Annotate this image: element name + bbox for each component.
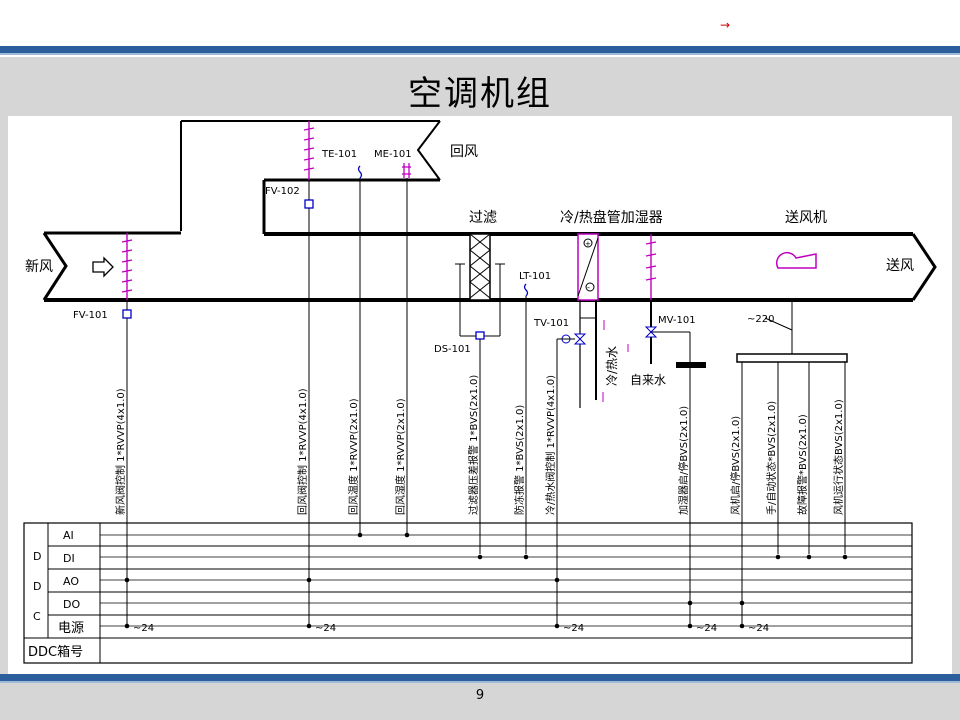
power-label: ~24: [696, 623, 717, 634]
power-label: ~24: [315, 623, 336, 634]
fresh-air-actuator-icon: [122, 309, 132, 319]
chilled-water-valve: [557, 300, 605, 408]
starter-panel: [736, 353, 848, 363]
pressure-switch-icon: [475, 331, 485, 340]
cable-labels: 新风阀控制 1*RVVP(4x1.0) 回风阀控制 1*RVVP(4x1.0) …: [114, 375, 845, 515]
cable-label: 故障报警*BVS(2x1.0): [796, 414, 809, 515]
page-title: 空调机组: [408, 74, 552, 114]
tag-mv101: MV-101: [658, 315, 696, 326]
ddc-row-label: DO: [63, 598, 80, 611]
frost-sensor-icon: [523, 283, 529, 297]
ddc-row-label: AI: [63, 529, 74, 542]
header-band: [0, 46, 960, 53]
cable-label: 风机运行状态BVS(2x1.0): [832, 399, 845, 515]
tag-fv102: FV-102: [265, 186, 300, 197]
cable-label: 回风阀控制 1*RVVP(4x1.0): [296, 388, 309, 515]
ddc-table: [23, 522, 913, 664]
tag-te101: TE-101: [321, 149, 357, 160]
water-label-cold-hot: 冷/热水: [605, 346, 619, 386]
return-air-actuator-icon: [304, 199, 314, 209]
outlet-label: 送风: [886, 258, 914, 274]
footer-band-accent: [0, 681, 960, 683]
tag-ds101: DS-101: [434, 344, 471, 355]
filter-element: [455, 233, 505, 337]
tag-lt101: LT-101: [519, 271, 551, 282]
filter-label: 过滤: [469, 210, 497, 226]
signal-lines: [126, 178, 846, 626]
footer-band: [0, 674, 960, 681]
cable-label: 手/自动状态*BVS(2x1.0): [765, 401, 778, 515]
supply-fan-icon: [764, 252, 817, 331]
water-label-tap: 自来水: [630, 373, 666, 387]
return-air-label: 回风: [450, 144, 478, 160]
page-number: 9: [475, 688, 485, 703]
svg-text:-: -: [587, 283, 590, 292]
ddc-side-letter: D: [33, 550, 41, 563]
cable-label: 过滤器压差报警 1*BVS(2x1.0): [467, 375, 480, 515]
airflow-arrow-icon: [92, 256, 114, 278]
humidifier-nozzle: [645, 234, 657, 300]
ddc-row-label: 电源: [58, 621, 84, 636]
humidity-sensor-icon: [402, 163, 411, 178]
svg-text:+: +: [585, 240, 591, 248]
coil-humidifier-label: 冷/热盘管加湿器: [560, 209, 663, 226]
nav-arrow-icon[interactable]: →: [720, 18, 731, 32]
cable-label: 新风阀控制 1*RVVP(4x1.0): [114, 388, 127, 515]
coil-element: + -: [577, 233, 599, 301]
inlet-label: 新风: [25, 259, 53, 275]
ddc-side-letter: C: [33, 610, 41, 623]
fresh-air-damper: [121, 233, 133, 300]
connection-dots: [124, 532, 848, 629]
header-band-accent: [0, 53, 960, 55]
cable-label: 加湿器启/停BVS(2x1.0): [677, 406, 690, 515]
tag-fv101: FV-101: [73, 310, 108, 321]
humidifier-valve: [627, 300, 706, 368]
power-labels: ~24 ~24 ~24 ~24 ~24: [133, 623, 769, 634]
cable-label: 风机启/停BVS(2x1.0): [729, 416, 742, 515]
tag-me101: ME-101: [374, 149, 412, 160]
supply-fan-label: 送风机: [785, 210, 827, 226]
left-frame-strip: [0, 116, 8, 676]
cable-label: 冷/热水阀控制 1*RVVP(4x1.0): [544, 375, 557, 515]
tag-tv101: TV-101: [533, 318, 569, 329]
power-label: ~24: [133, 623, 154, 634]
cable-label: 回风湿度 1*RVVP(2x1.0): [394, 398, 407, 515]
cable-label: 防冻报警 1*BVS(2x1.0): [513, 405, 526, 515]
ddc-row-label: DI: [63, 552, 75, 565]
title-bar: [0, 57, 960, 116]
power-label: ~24: [563, 623, 584, 634]
ddc-box-label: DDC箱号: [28, 644, 83, 660]
temperature-sensor-icon: [357, 165, 363, 179]
return-air-damper: [303, 121, 315, 180]
cable-label: 回风温度 1*RVVP(2x1.0): [347, 398, 360, 515]
ddc-labels: D D C AI DI AO DO 电源 DDC箱号: [28, 529, 84, 660]
footer-bar: [0, 683, 960, 720]
tag-220v: ~220: [747, 314, 774, 325]
right-frame-strip: [952, 116, 960, 676]
ddc-side-letter: D: [33, 580, 41, 593]
ddc-row-label: AO: [63, 575, 79, 588]
power-label: ~24: [748, 623, 769, 634]
